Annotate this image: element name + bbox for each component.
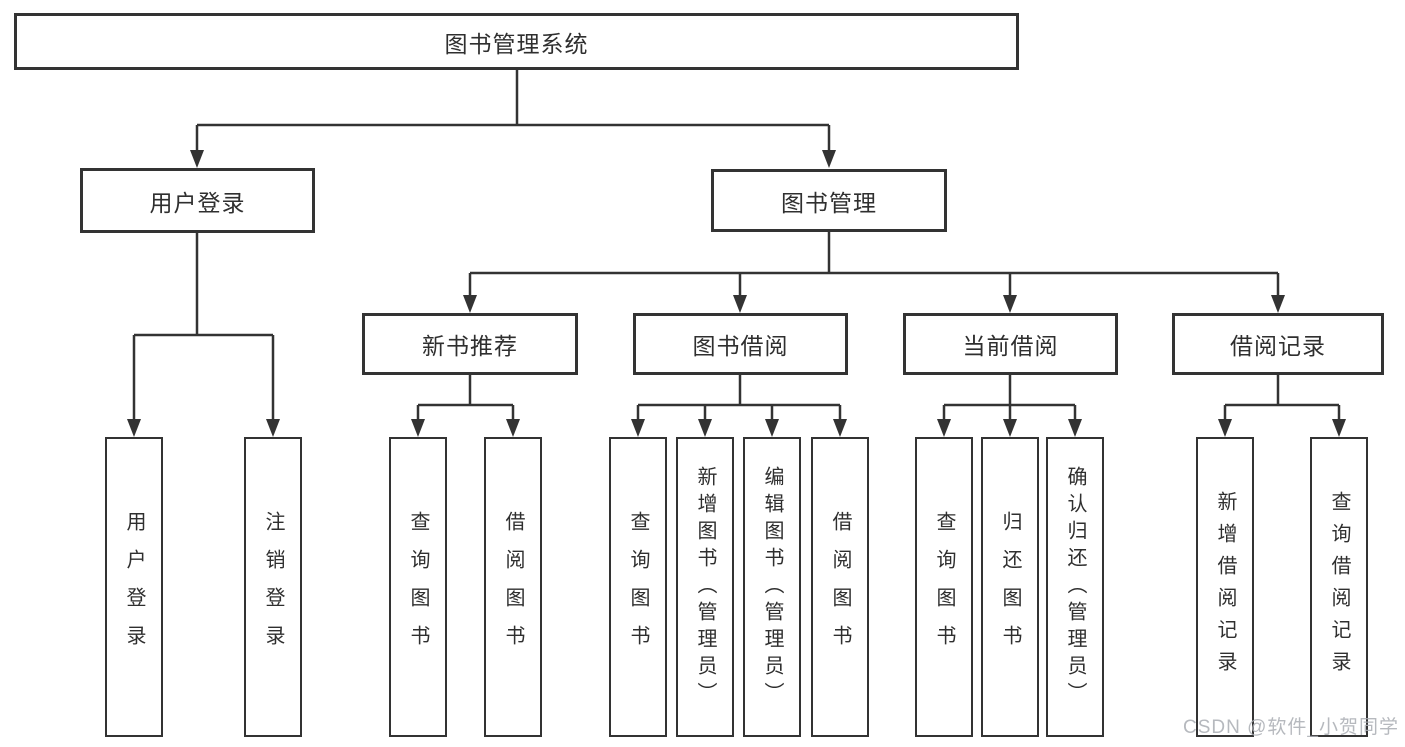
leaf-user-login: 用户登录 [105, 437, 163, 737]
leaf-confirm-return-admin: 确认归还（管理员） [1046, 437, 1104, 737]
leaf-borrow-books-recommend: 借阅图书 [484, 437, 542, 737]
leaf-return-books: 归还图书 [981, 437, 1039, 737]
leaf-logout: 注销登录 [244, 437, 302, 737]
node-new-book-recommendation: 新书推荐 [362, 313, 578, 375]
leaf-query-borrow-record: 查询借阅记录 [1310, 437, 1368, 737]
leaf-query-books-recommend: 查询图书 [389, 437, 447, 737]
leaf-query-books-borrow: 查询图书 [609, 437, 667, 737]
leaf-query-books-current: 查询图书 [915, 437, 973, 737]
leaf-add-books-admin: 新增图书（管理员） [676, 437, 734, 737]
leaf-borrow-books: 借阅图书 [811, 437, 869, 737]
node-borrowing-records: 借阅记录 [1172, 313, 1384, 375]
node-user-login: 用户登录 [80, 168, 315, 233]
node-library-management-system: 图书管理系统 [14, 13, 1019, 70]
leaf-add-borrow-record: 新增借阅记录 [1196, 437, 1254, 737]
node-book-borrowing: 图书借阅 [633, 313, 848, 375]
node-current-borrowing: 当前借阅 [903, 313, 1118, 375]
node-book-management: 图书管理 [711, 169, 947, 232]
leaf-edit-books-admin: 编辑图书（管理员） [743, 437, 801, 737]
